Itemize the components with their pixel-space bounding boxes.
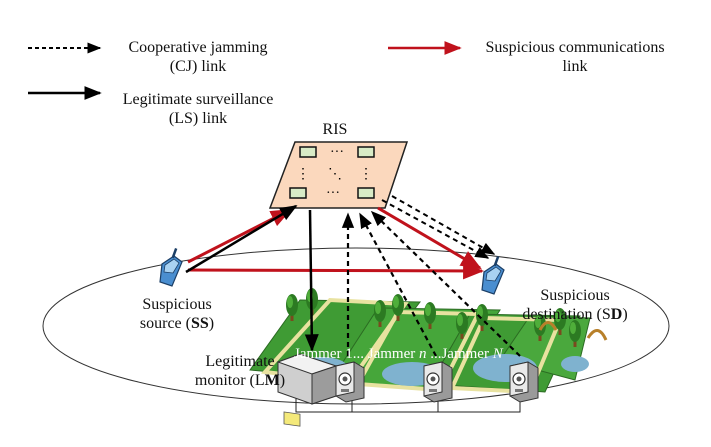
jammer-n-var: n [418,346,427,362]
ris-element [357,146,375,158]
link-ris-to-lm [304,209,319,352]
jammer-labels: Jammer 1... Jammer n ...Jammer N [294,345,554,364]
ris-dots-h-top: ··· [330,145,344,160]
jammer-1-label: Jammer 1 [294,346,353,362]
link-ris-to-sd-cj-2 [391,195,496,255]
ris-dots-diag: ⋱ [328,167,342,182]
destination-label-post: ) [622,306,628,323]
source-label-line1: Suspicious [142,296,212,313]
ris-dots-h-bottom: ··· [326,186,340,201]
link-ss-to-ris-ls [185,204,298,274]
ris-element [357,187,375,199]
legend-sc-line1: Suspicious communications [485,39,665,56]
ris-label: RIS [322,121,348,138]
source-label-bold: SS [190,315,209,332]
legend-sc-label: Suspicious communications link [470,38,680,76]
legend-ls-label: Legitimate surveillance (LS) link [118,90,278,128]
jammer-N-label: Jammer [441,346,493,362]
legend-cj-line2: (CJ) link [169,58,227,75]
legend-cj-line1: Cooperative jamming [128,39,268,56]
destination-label-line2: destination (SD) [500,305,650,324]
link-jN-to-ris [370,210,521,357]
ris-dots-v-right: ⋮ [359,167,373,182]
legend-sc-line2: link [562,58,588,75]
ris-dots-v-left: ⋮ [296,167,310,182]
legend [28,41,462,100]
surveillance-links [185,204,319,352]
monitor-label-pre: monitor (L [194,372,265,389]
source-label-post: ) [208,315,215,332]
legend-ls-line1: Legitimate surveillance [122,91,274,108]
ris-element [299,146,317,158]
link-ris-to-sd [377,206,482,270]
pond [561,356,589,372]
monitor-device-icon [276,353,338,427]
monitor-label: Legitimate monitor (LM) [180,352,300,390]
monitor-label-line1: Legitimate [205,353,275,370]
source-label-pre: source ( [139,315,191,332]
jammer-n-label: Jammer [367,346,419,362]
legend-cj-label: Cooperative jamming (CJ) link [118,38,278,76]
jammer-N-var: N [492,346,503,362]
monitor-label-post: ) [279,372,286,389]
monitor-label-line2: monitor (LM) [180,371,300,390]
jammer-device-icon [423,361,453,403]
suspicious-links [187,206,485,280]
jammer-sep-1: ... [352,346,368,362]
destination-label-pre: destination (S [522,306,611,323]
coverage-area [42,247,670,405]
destination-label-line1: Suspicious [540,287,610,304]
source-label: Suspicious source (SS) [112,295,242,333]
destination-label-bold: D [610,306,623,323]
link-ris-to-sd-cj-1 [381,199,490,259]
link-ss-to-sd [187,262,485,280]
legend-ls-line2: (LS) link [168,110,228,127]
phone-icon [159,247,183,287]
source-label-line2: source (SS) [112,314,242,333]
monitor-label-bold: M [264,372,280,389]
destination-label: Suspicious destination (SD) [500,286,650,324]
jammer-device-icon [509,361,539,403]
jammer-device-icon [335,361,365,403]
jammer-sep-2: ... [426,346,442,362]
ris-panel: ··· ··· ⋮ ⋮ ⋱ [268,141,409,209]
jamming-links [341,195,521,357]
ris-element [289,187,307,199]
